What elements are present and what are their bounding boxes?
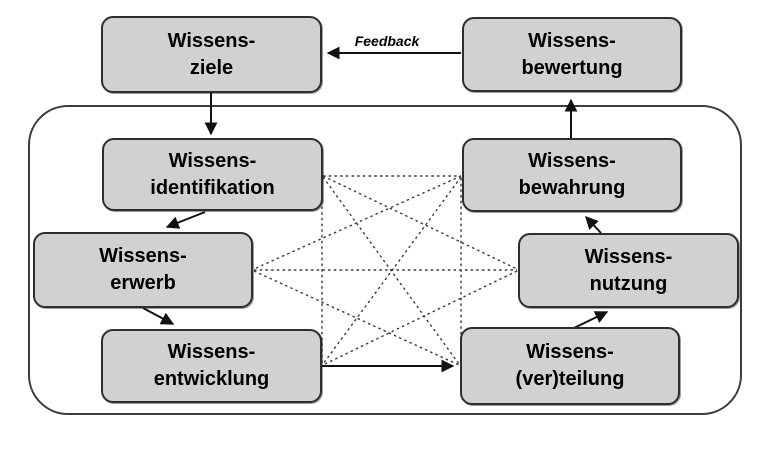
node-wissensbewahrung: Wissens- bewahrung [462,138,682,212]
node-label-line: Wissens- [167,29,256,52]
node-label-line: bewahrung [518,177,626,199]
node-label-line: identifikation [150,176,275,199]
node-wissensnutzung: Wissens- nutzung [518,233,739,308]
node-wissenserwerb: Wissens- erwerb [33,232,253,308]
arrow-identifikation-to-erwerb [165,211,206,229]
node-wissensidentifikation: Wissens- identifikation [102,138,323,211]
node-wissensverteilung: Wissens- (ver)teilung [460,327,680,405]
dashed-link-identifikation-nutzung [322,175,518,270]
node-label-line: Wissens- [528,150,616,173]
node-label-line: Wissens- [526,341,614,364]
arrow-verteilung-to-nutzung [573,311,609,329]
node-label-line: Wissens- [528,29,616,52]
node-label-line: Wissens- [167,341,256,364]
node-label-line: nutzung [589,272,668,295]
node-label-line: entwicklung [153,368,270,390]
node-label-line: erwerb [110,272,176,294]
node-wissensentwicklung: Wissens- entwicklung [101,329,322,403]
feedback-label: Feedback [354,33,420,49]
arrow-erwerb-to-entwicklung [142,307,175,325]
node-label-line: Wissens- [168,149,257,172]
node-label-line: Wissens- [584,245,673,268]
arrow-nutzung-to-bewahrung [585,216,602,234]
node-label-line: ziele [189,56,234,79]
node-label-line: (ver)teilung [515,368,625,390]
node-label-line: Wissens- [99,245,187,268]
node-wissensziele: Wissens- ziele [101,16,322,93]
dashed-link-nutzung-entwicklung [322,270,518,366]
node-wissensbewertung: Wissens- bewertung [462,17,682,92]
dashed-link-bewahrung-erwerb [253,175,462,270]
node-label-line: bewertung [521,56,623,79]
dashed-link-bewahrung-entwicklung [322,176,462,365]
management-cycle-frame [28,105,742,415]
dashed-link-identifikation-verteilung [322,176,460,365]
